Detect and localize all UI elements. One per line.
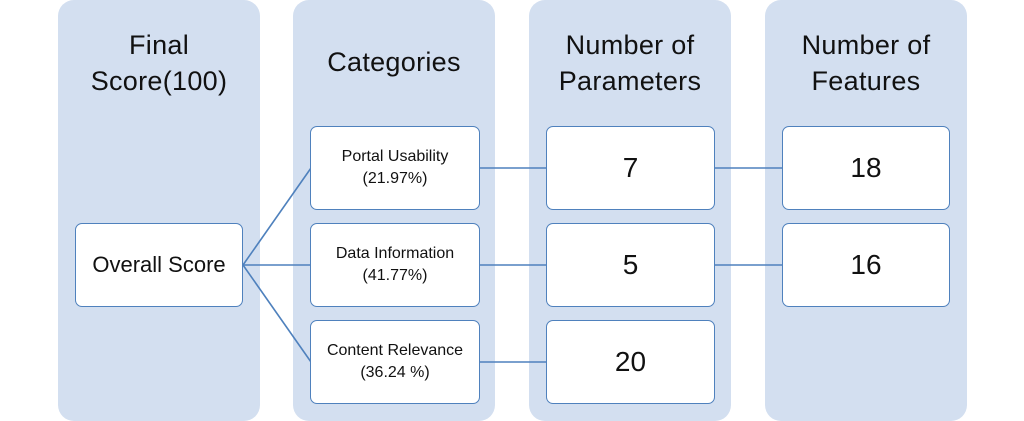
column-features: Number of Features bbox=[765, 0, 967, 421]
overall-score-label: Overall Score bbox=[92, 252, 226, 277]
parameters-node-portal-usability: 7 bbox=[546, 126, 715, 210]
category-weight: (41.77%) bbox=[362, 267, 428, 284]
category-node-content-relevance: Content Relevance (36.24 %) bbox=[310, 320, 480, 404]
parameters-count: 5 bbox=[622, 249, 639, 280]
category-node-data-information: Data Information (41.77%) bbox=[310, 223, 480, 307]
category-node-portal-usability: Portal Usability (21.97%) bbox=[310, 126, 480, 210]
column-title: Final Score(100) bbox=[58, 27, 260, 99]
category-weight: (21.97%) bbox=[362, 170, 428, 187]
column-title-line: Final bbox=[128, 30, 190, 60]
connector-overall-to-content-relevance bbox=[242, 264, 312, 363]
category-weight: (36.24 %) bbox=[360, 364, 430, 381]
connector-overall-to-portal-usability bbox=[242, 167, 312, 266]
parameters-count: 20 bbox=[614, 346, 647, 377]
features-node-portal-usability: 18 bbox=[782, 126, 950, 210]
column-title: Number of Parameters bbox=[529, 27, 731, 99]
parameters-node-content-relevance: 20 bbox=[546, 320, 715, 404]
column-title: Number of Features bbox=[765, 27, 967, 99]
column-title-line: Features bbox=[811, 66, 921, 96]
parameters-node-data-information: 5 bbox=[546, 223, 715, 307]
features-count: 16 bbox=[850, 249, 882, 280]
overall-score-node: Overall Score bbox=[75, 223, 243, 307]
column-title-line: Score(100) bbox=[90, 66, 228, 96]
category-name: Content Relevance bbox=[326, 342, 464, 359]
features-count: 18 bbox=[850, 152, 882, 183]
category-name: Portal Usability bbox=[341, 148, 449, 165]
column-title: Categories bbox=[293, 44, 495, 80]
column-title-line: Parameters bbox=[558, 66, 702, 96]
parameters-count: 7 bbox=[622, 152, 639, 183]
column-title-line: Number of bbox=[801, 30, 931, 60]
category-name: Data Information bbox=[335, 245, 455, 262]
column-title-line: Number of bbox=[565, 30, 695, 60]
column-final-score: Final Score(100) bbox=[58, 0, 260, 421]
features-node-data-information: 16 bbox=[782, 223, 950, 307]
column-title-line: Categories bbox=[327, 47, 461, 77]
